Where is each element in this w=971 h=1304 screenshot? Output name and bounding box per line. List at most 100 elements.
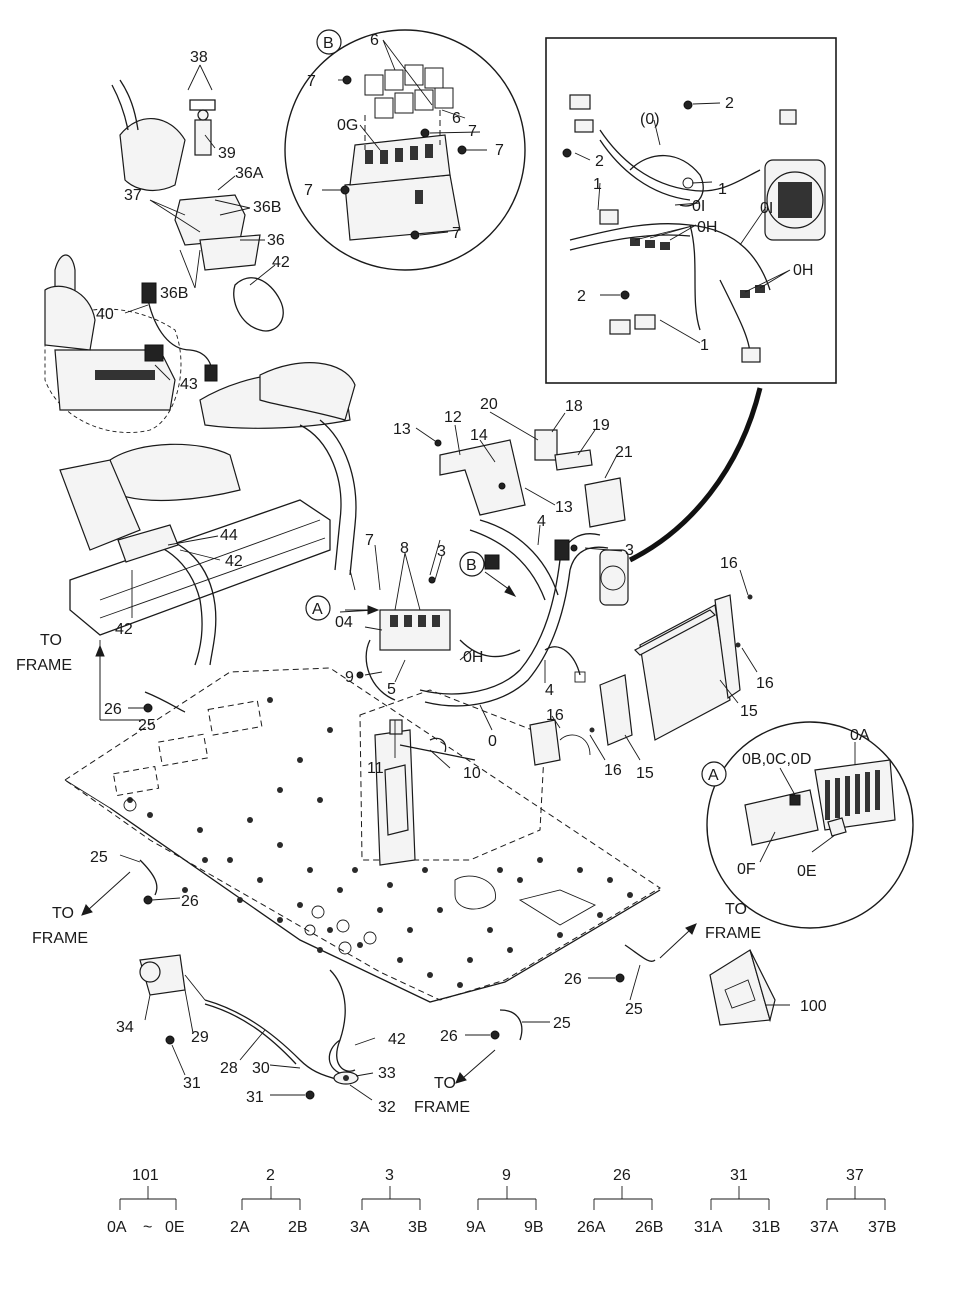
detail-b-6-top: 6 [370,32,379,49]
callout-20: 20 [480,396,498,413]
callout-34: 34 [116,1019,134,1036]
callout-16-mid: 16 [546,707,564,724]
callout-3-right: 3 [625,542,634,559]
callout-04: 04 [335,614,353,631]
detail-b-labels: B 6 7 6 0G 7 7 7 7 [304,32,504,242]
detail-a [706,721,914,929]
detail-a-marker: A [708,767,719,784]
callout-14: 14 [470,427,488,444]
box-label-2-top: 2 [725,95,734,112]
callout-15-low: 15 [636,765,654,782]
callout-26-right: 26 [564,971,582,988]
callout-13-right: 13 [555,499,573,516]
callout-31-left: 31 [183,1075,201,1092]
legend-parent-37: 37 [846,1167,864,1184]
legend-parent-26: 26 [613,1167,631,1184]
box-label-0h-right: 0H [793,262,813,279]
detail-box [545,37,837,384]
to-frame-2-line1: TO [52,905,74,922]
item-100 [709,949,776,1026]
callout-30: 30 [252,1060,270,1077]
marker-b-main: B [466,557,477,574]
box-label-0i-right: 0I [760,200,773,217]
legend-group-37: 37 37A 37B [810,1167,896,1236]
center-harness [365,429,629,866]
callout-15-right: 15 [740,703,758,720]
arrows [81,571,697,1084]
detail-connector-arc [628,387,763,563]
detail-a-labels: A 0B,0C,0D 0A 0F 0E [708,727,870,880]
callout-38: 38 [190,49,208,66]
marker-circles [305,29,727,787]
legend-right-0e: 0E [165,1219,185,1236]
ecu-unit [529,594,753,766]
to-frame-3-line2: FRAME [705,925,761,942]
main-view-markers: A B [312,557,477,618]
detail-a-0b-0c-0d: 0B,0C,0D [742,751,811,768]
callout-44: 44 [220,527,238,544]
callout-37: 37 [124,187,142,204]
legend-right-37b: 37B [868,1219,896,1236]
to-frame-4-line1: TO [434,1075,456,1092]
callout-25-bottom: 25 [553,1015,571,1032]
to-frame-2-line2: FRAME [32,930,88,947]
callout-36: 36 [267,232,285,249]
callout-16-top: 16 [720,555,738,572]
to-frame-labels: TO FRAME TO FRAME TO FRAME TO FRAME [16,632,761,1116]
callout-19: 19 [592,417,610,434]
callout-36b-lower: 36B [160,285,188,302]
legend-right-2b: 2B [288,1219,308,1236]
detail-b-7-left-b: 7 [304,182,313,199]
detail-b-marker: B [323,35,334,52]
box-label-0h-mid: 0H [697,219,717,236]
box-label-0i-mid: 0I [692,198,705,215]
legend-group-2: 2 2A 2B [230,1167,308,1236]
callout-40: 40 [96,306,114,323]
callout-5: 5 [387,681,396,698]
box-label-0-paren: (0) [640,111,660,128]
detail-box-labels: 2 (0) 2 1 1 0I 0H 0I 0H 2 1 [577,95,813,354]
legend-left-26a: 26A [577,1219,606,1236]
callout-8: 8 [400,540,409,557]
callout-0h: 0H [463,649,483,666]
legend-right-3b: 3B [408,1219,428,1236]
legend-parent-3: 3 [385,1167,394,1184]
ground-harness-42 [328,969,359,1085]
detail-b [284,29,526,271]
legend-sep-tilde: ~ [143,1219,152,1236]
callout-26-left: 26 [181,893,199,910]
callout-9: 9 [345,669,354,686]
callout-42-mid: 42 [225,553,243,570]
callout-42-lower: 42 [388,1031,406,1048]
legend-group-26: 26 26A 26B [577,1167,663,1236]
legend-right-31b: 31B [752,1219,780,1236]
detail-b-7-left: 7 [307,73,316,90]
callout-42-left: 42 [115,621,133,638]
to-frame-1-line1: TO [40,632,62,649]
ground-strap-25d [624,944,656,962]
legend-left-3a: 3A [350,1219,370,1236]
marker-a-main: A [312,601,323,618]
callout-16-right: 16 [756,675,774,692]
callout-25-upper: 25 [138,717,156,734]
detail-b-0g: 0G [337,117,358,134]
leader-lines [99,39,856,1101]
operator-seat-assembly [59,362,357,666]
detail-b-7-right-a: 7 [468,123,477,140]
callout-4-upper: 4 [537,513,546,530]
callout-28: 28 [220,1060,238,1077]
legend-left-31a: 31A [694,1219,723,1236]
callout-10: 10 [463,765,481,782]
switch-assembly-34 [139,954,341,1081]
detail-b-7-right-b: 7 [495,142,504,159]
callout-42-upper: 42 [272,254,290,271]
ground-strap-25c [499,1009,523,1041]
legend-right-9b: 9B [524,1219,544,1236]
callout-31-bottom: 31 [246,1089,264,1106]
floor-plate [64,667,661,1003]
callout-7: 7 [365,532,374,549]
ground-strap-25a [144,691,186,713]
detail-b-6-mid: 6 [452,110,461,127]
legend-left-37a: 37A [810,1219,839,1236]
